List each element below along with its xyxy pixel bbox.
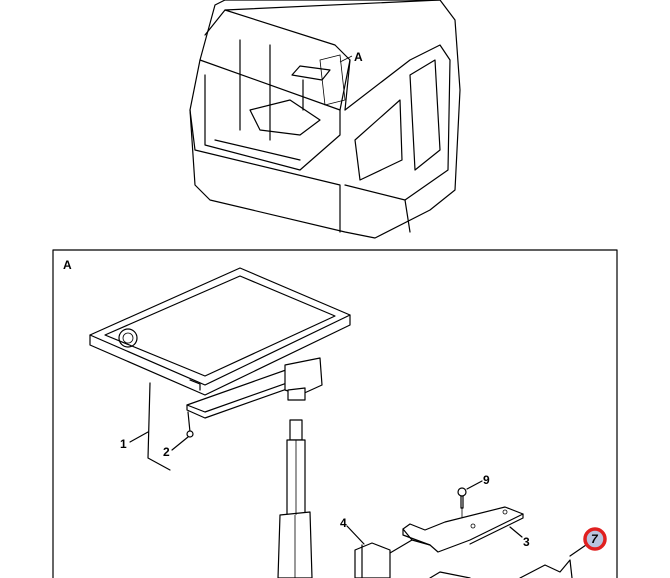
mount-plate-part-3 [402,506,524,553]
pedestal-column [277,419,313,578]
lower-bracket-right [519,559,573,578]
callout-9: 9 [483,473,490,487]
callout-2: 2 [163,445,170,459]
bolt-part-9 [457,480,483,528]
callout-7: 7 [591,532,599,546]
overview-callout-a: A [354,50,363,64]
detail-view-frame [52,249,618,578]
detail-view-label: A [63,258,72,272]
cab-overview-illustration [189,0,461,239]
callout-1: 1 [120,437,127,451]
lower-bracket [429,571,471,578]
highlight-circle [583,527,607,551]
callout-7-highlight[interactable]: 7 [583,527,607,551]
table-bracket [186,357,323,419]
cover-part-4 [346,525,413,578]
callout-3: 3 [523,535,530,549]
table-top [89,267,351,396]
callout-4: 4 [340,516,347,530]
